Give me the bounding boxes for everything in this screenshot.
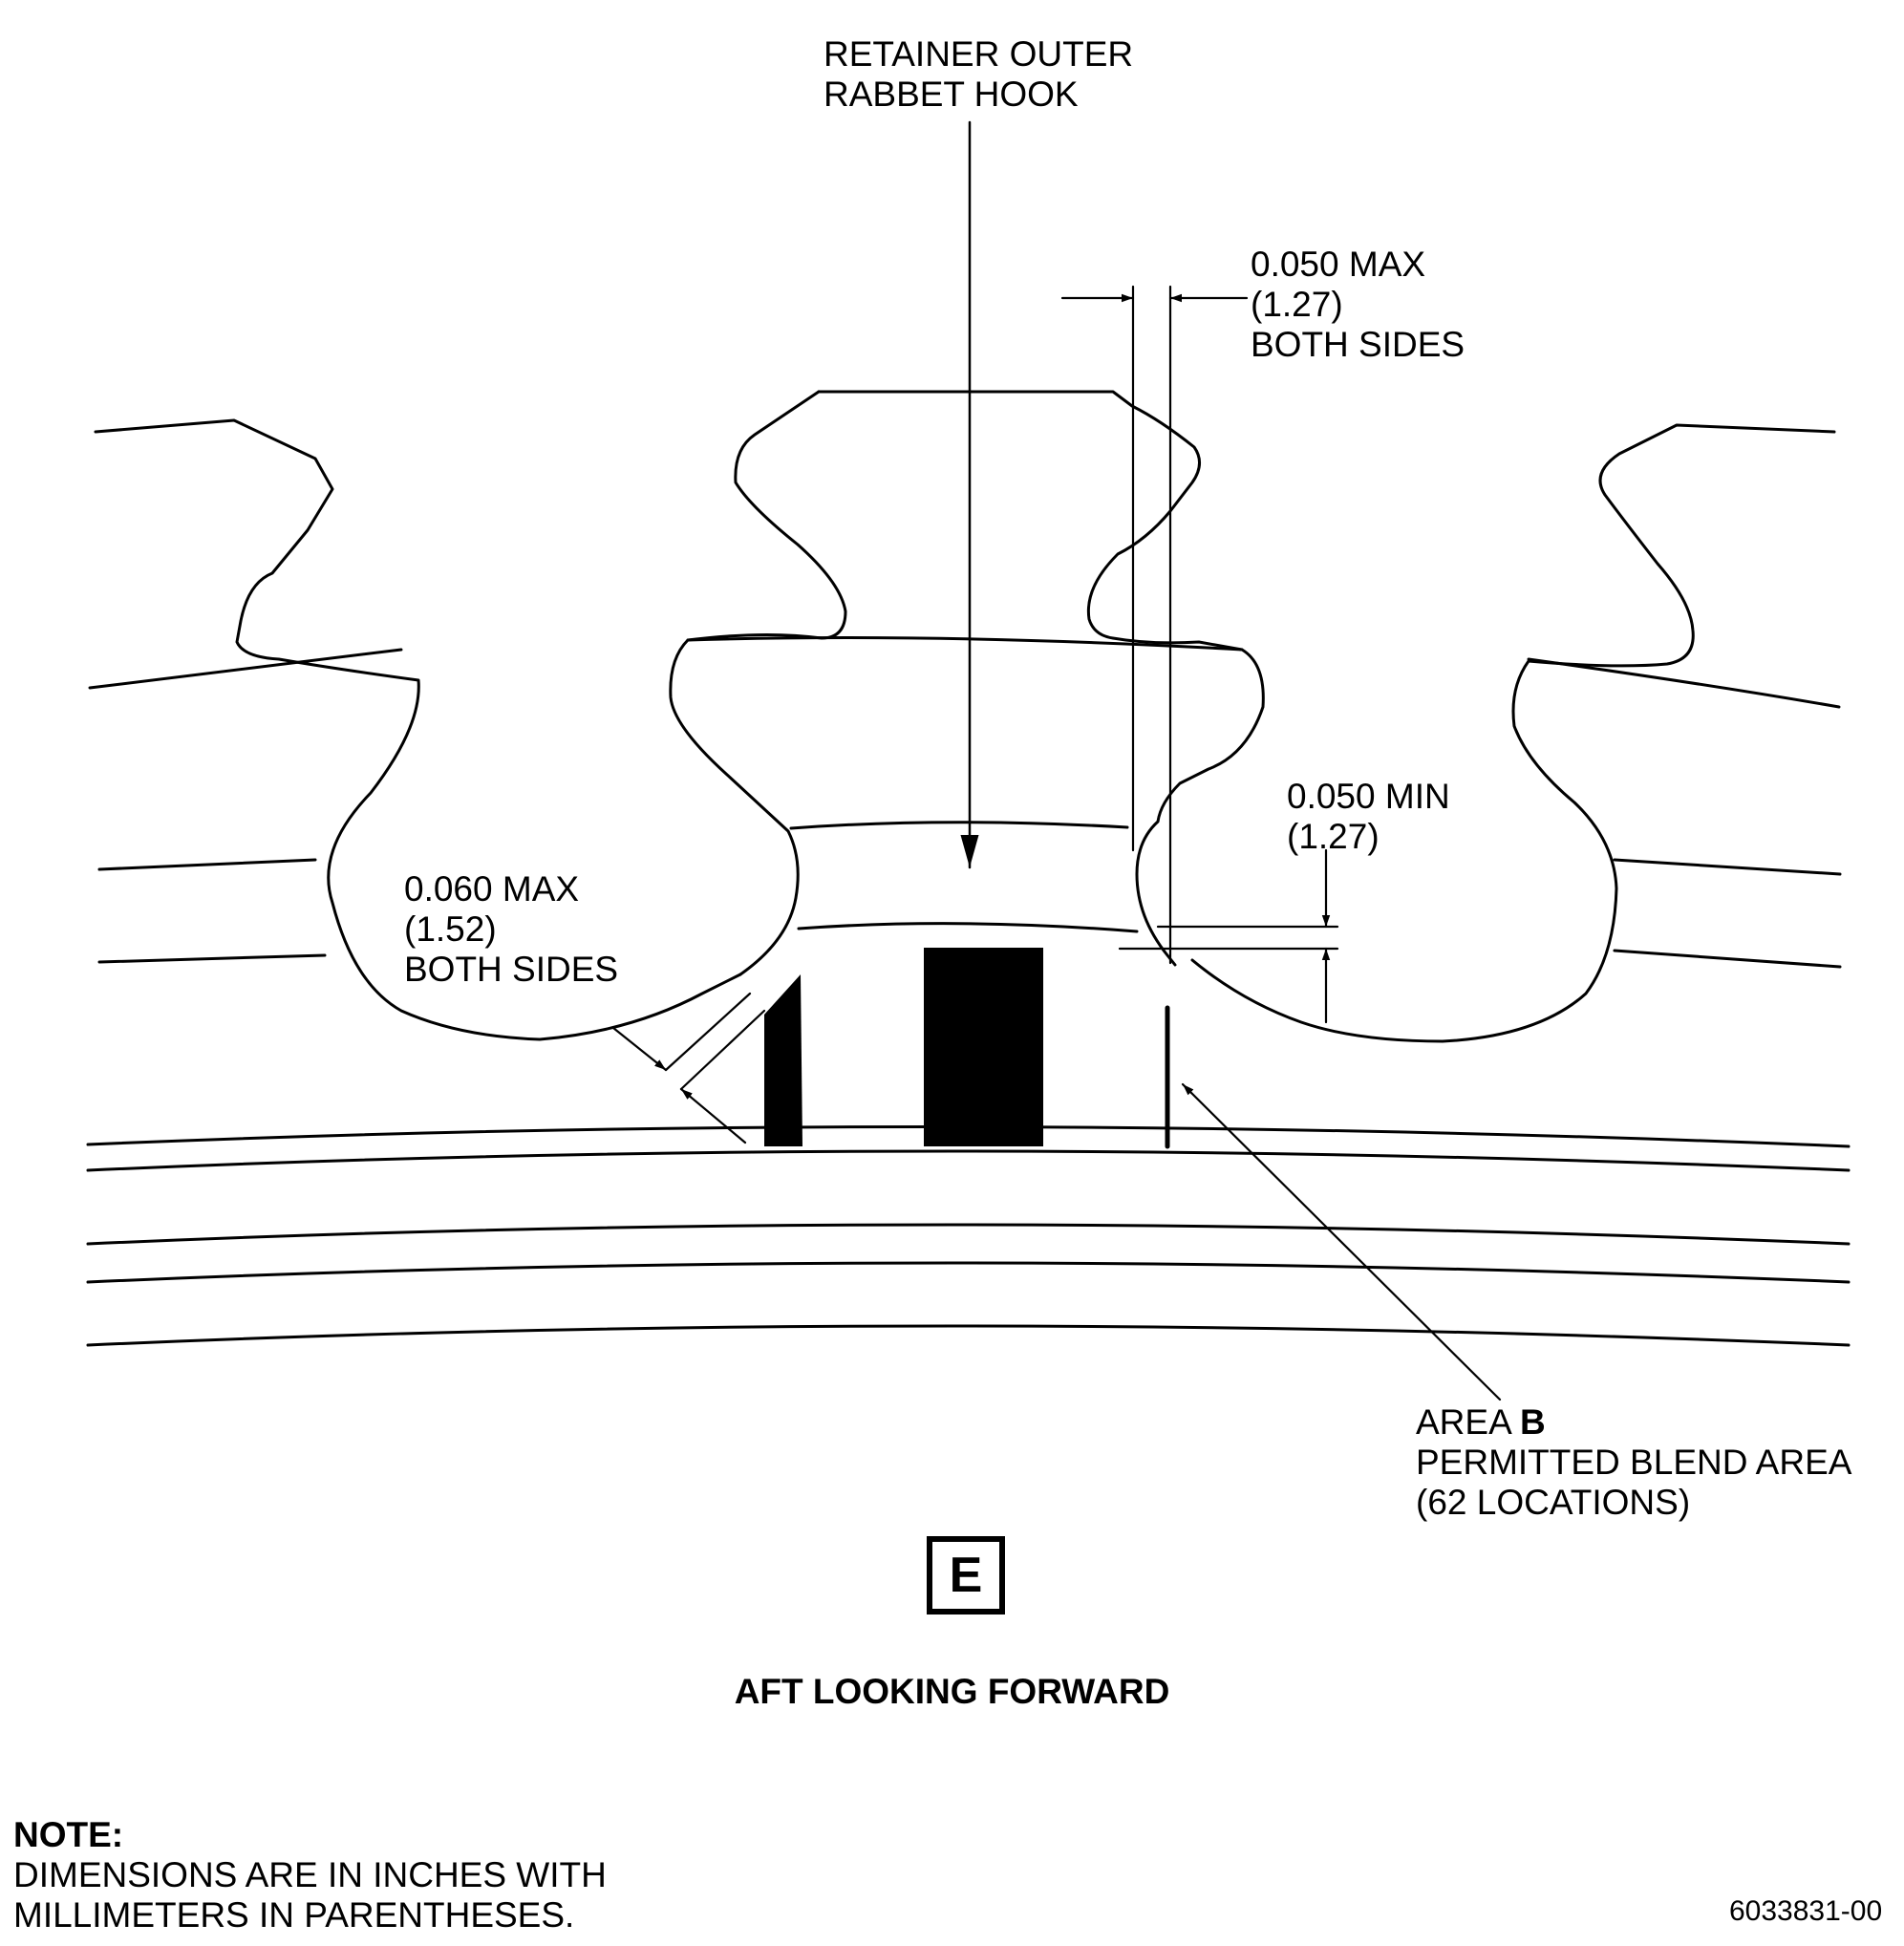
rabbet-hook-callout: RETAINER OUTER RABBET HOOK <box>824 34 1133 115</box>
gap-left-callout: 0.060 MAX (1.52) BOTH SIDES <box>404 869 618 990</box>
gap-top-callout: 0.050 MAX (1.27) BOTH SIDES <box>1251 245 1465 365</box>
center-hook-outline <box>817 390 1265 967</box>
gap-top-line-1: 0.050 MAX <box>1251 245 1426 284</box>
gap-min-callout: 0.050 MIN (1.27) <box>1287 777 1450 857</box>
area-b-callout: AREA B PERMITTED BLEND AREA (62 LOCATION… <box>1416 1402 1851 1523</box>
note-block: NOTE: DIMENSIONS ARE IN INCHES WITH MILL… <box>13 1815 607 1935</box>
rabbet-hook-line-2: RABBET HOOK <box>824 75 1079 114</box>
note-heading: NOTE: <box>13 1815 124 1854</box>
area-b-letter: B <box>1520 1402 1546 1442</box>
area-b-line-3: (62 LOCATIONS) <box>1416 1483 1691 1522</box>
figure-number: 6033831-00 <box>1729 1895 1883 1927</box>
area-b-prefix: AREA <box>1416 1402 1520 1442</box>
view-letter-box: E <box>927 1536 1005 1615</box>
disk-arc-3 <box>86 1223 1851 1246</box>
note-line-1: DIMENSIONS ARE IN INCHES WITH <box>13 1855 607 1894</box>
disk-arc-2 <box>86 1149 1851 1172</box>
right-post-outline <box>1190 423 1836 1043</box>
gap-min-line-2: (1.27) <box>1287 817 1380 856</box>
disk-arc-4 <box>86 1261 1851 1284</box>
view-letter: E <box>949 1548 983 1603</box>
rabbet-hook-line-1: RETAINER OUTER <box>824 34 1134 74</box>
left-lug <box>764 974 802 1146</box>
center-hook-left-side <box>669 390 847 976</box>
gap-left-arrow-bottom <box>679 1087 747 1144</box>
gap-left-line-2: (1.52) <box>404 909 497 949</box>
gap-left-line-1: 0.060 MAX <box>404 869 580 909</box>
gap-left-arrow-top <box>611 1026 668 1072</box>
area-b-line-2: PERMITTED BLEND AREA <box>1416 1443 1852 1482</box>
note-line-2: MILLIMETERS IN PARENTHESES. <box>13 1895 575 1935</box>
gap-top-line-2: (1.27) <box>1251 285 1343 324</box>
gap-top-line-3: BOTH SIDES <box>1251 325 1465 364</box>
platform-arc-upper <box>88 648 403 690</box>
area-b-leader <box>1181 1082 1502 1401</box>
disk-arc-5 <box>86 1324 1851 1347</box>
gap-left-line-3: BOTH SIDES <box>404 950 619 989</box>
view-title: AFT LOOKING FORWARD <box>734 1672 1170 1711</box>
center-lug <box>924 948 1043 1146</box>
area-b-line-1: AREA B <box>1416 1402 1851 1443</box>
gap-min-line-1: 0.050 MIN <box>1287 777 1450 816</box>
left-post-outline <box>94 418 742 1041</box>
